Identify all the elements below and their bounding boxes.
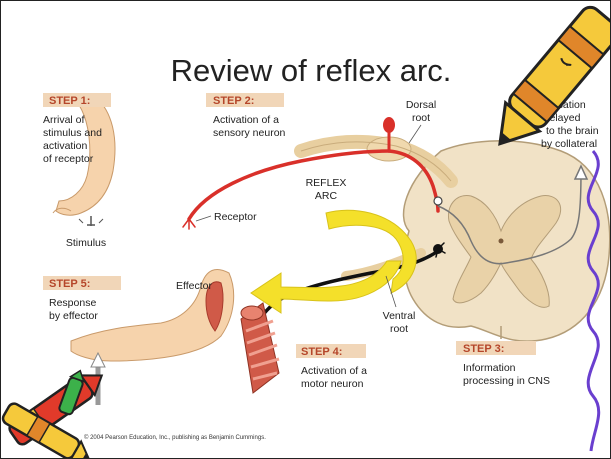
- muscle-bundle: [241, 303, 279, 393]
- receptor-label: Receptor: [214, 211, 257, 223]
- effector-label: Effector: [176, 280, 212, 292]
- dorsal-root-label-1: Dorsal: [406, 99, 436, 111]
- step-5-tag: STEP 5:: [49, 278, 90, 290]
- step-1-line-4: of receptor: [43, 153, 94, 165]
- step-1-line-2: stimulus and: [43, 127, 102, 139]
- step-2-tag: STEP 2:: [213, 95, 254, 107]
- dorsal-root-label-2: root: [412, 112, 430, 124]
- step-4-tag: STEP 4:: [301, 346, 342, 358]
- sensation-label-4: by collateral: [541, 138, 597, 150]
- step-1-line-3: activation: [43, 140, 88, 152]
- sensation-label-3: to the brain: [546, 125, 599, 137]
- step-1-line-1: Arrival of: [43, 114, 85, 126]
- step-1-tag: STEP 1:: [49, 95, 90, 107]
- step-2-line-2: sensory neuron: [213, 127, 286, 139]
- ventral-root-label-1: Ventral: [383, 310, 416, 322]
- reflex-arc-label-2: ARC: [315, 190, 338, 202]
- ventral-root-label-2: root: [390, 323, 408, 335]
- copyright-text: © 2004 Pearson Education, Inc., publishi…: [84, 434, 266, 441]
- step-4-line-1: Activation of a: [301, 365, 367, 377]
- step-3-line-1: Information: [463, 362, 516, 374]
- step-5-line-1: Response: [49, 297, 96, 309]
- step-3-tag: STEP 3:: [463, 343, 504, 355]
- step-2-line-1: Activation of a: [213, 114, 279, 126]
- step-5-line-2: by effector: [49, 310, 98, 322]
- step-3-line-2: processing in CNS: [463, 375, 550, 387]
- slide-title: Review of reflex arc.: [171, 53, 452, 88]
- step-4-line-2: motor neuron: [301, 378, 364, 390]
- reflex-arc-label-1: REFLEX: [306, 177, 347, 189]
- stimulus-label: Stimulus: [66, 237, 106, 249]
